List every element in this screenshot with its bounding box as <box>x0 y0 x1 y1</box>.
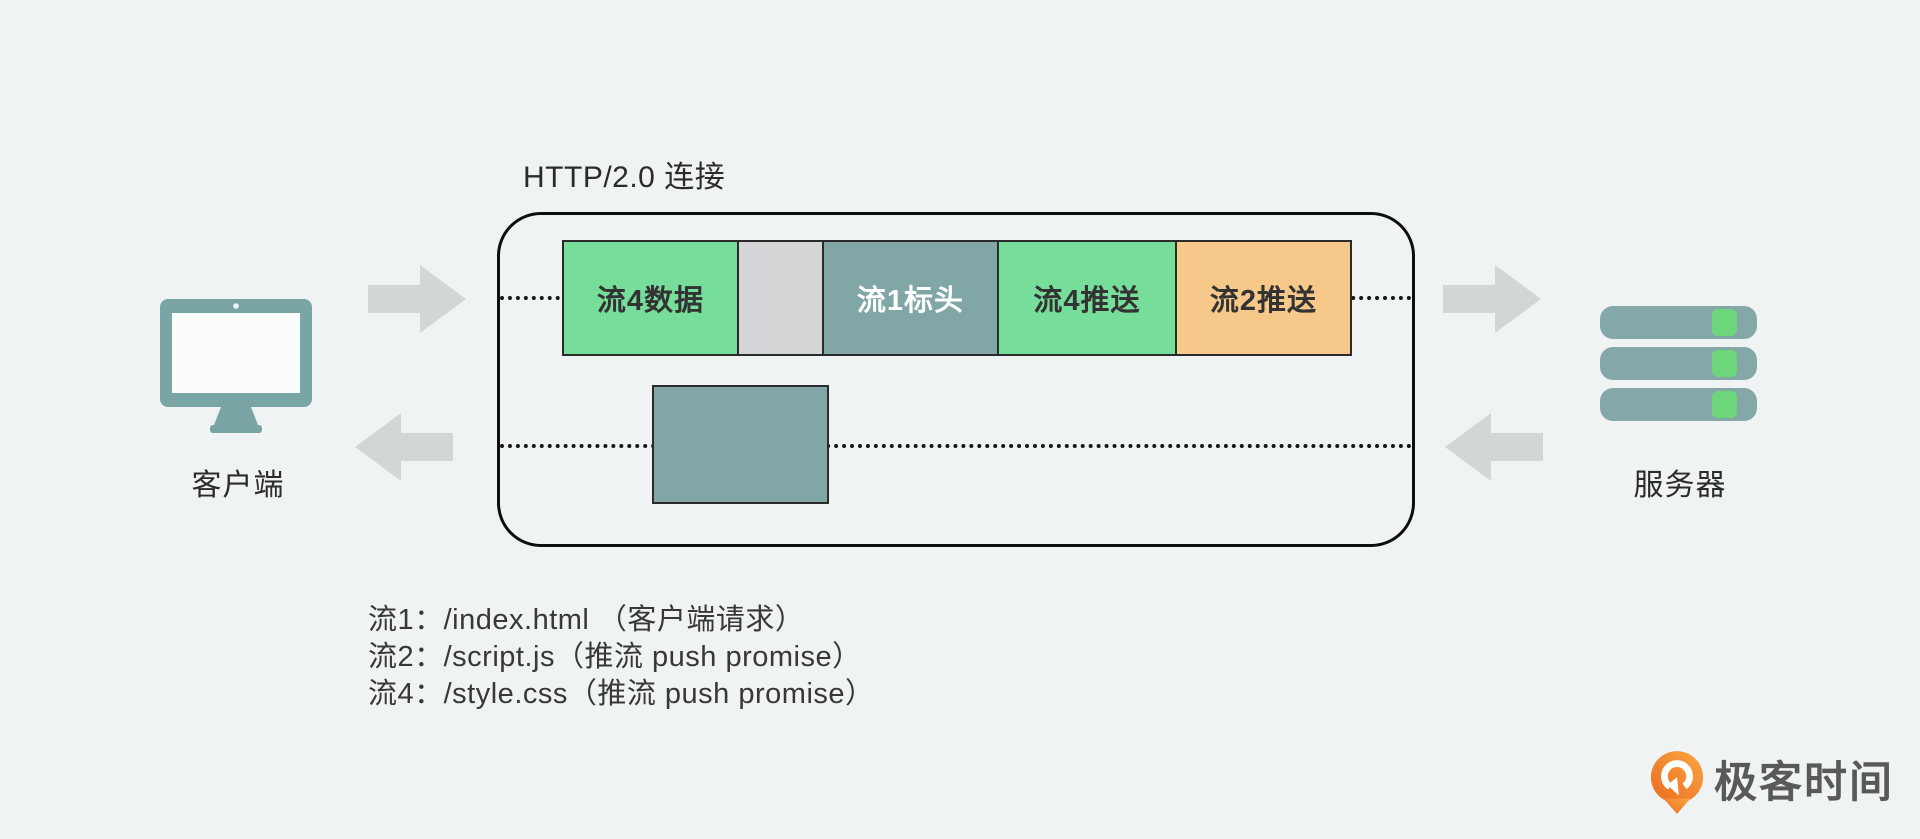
connection-box <box>497 212 1415 547</box>
logo-ring <box>1661 760 1693 793</box>
frame-empty <box>737 240 824 356</box>
frame-label: 流4数据 <box>596 285 705 317</box>
frame-label: 流2推送 <box>1209 285 1318 317</box>
client-label: 客户端 <box>191 469 285 502</box>
server-label: 服务器 <box>1633 469 1727 502</box>
arrow-left-icon <box>355 413 453 481</box>
logo-arrow <box>1667 777 1679 796</box>
brand-logo-text: 极客时间 <box>1714 759 1894 807</box>
server-leds <box>1712 309 1737 418</box>
server-rack-icon <box>1600 306 1757 421</box>
stream-legend: 流1：/index.html （客户端请求） 流2：/script.js（推流 … <box>368 602 875 713</box>
monitor-shape <box>160 299 312 433</box>
frame-stream4-data: 流4数据 <box>562 240 739 356</box>
frame-stream4-push: 流4推送 <box>997 240 1177 356</box>
frame-stream2-push: 流2推送 <box>1175 240 1352 356</box>
frame-unlabeled-bottom <box>652 385 829 504</box>
frame-label: 流4推送 <box>1033 285 1141 317</box>
arrow-left-shape <box>355 413 453 481</box>
arrow-left-shape <box>1445 413 1543 481</box>
arrow-right-icon <box>368 265 466 333</box>
connection-title: HTTP/2.0 连接 <box>523 161 726 194</box>
logo-pin-circle <box>1650 751 1704 804</box>
arrow-right-icon <box>1443 265 1541 333</box>
monitor-icon <box>160 299 312 433</box>
monitor-camera-dot <box>233 303 239 309</box>
legend-line-stream1: 流1：/index.html （客户端请求） <box>368 604 805 636</box>
frame-stream1-headers: 流1标头 <box>822 240 999 356</box>
arrow-right-shape <box>368 265 466 333</box>
arrow-right-shape <box>1443 265 1541 333</box>
response-stream-dotted-line <box>500 444 1412 448</box>
legend-line-stream4: 流4：/style.css（推流 push promise） <box>368 678 875 710</box>
frame-label: 流1标头 <box>856 285 965 317</box>
legend-line-stream2: 流2：/script.js（推流 push promise） <box>368 641 862 673</box>
monitor-screen <box>172 313 300 393</box>
geektime-logo-icon <box>1650 751 1704 814</box>
brand-logo: 极客时间 <box>1648 750 1894 816</box>
logo-pin-tip <box>1663 798 1691 814</box>
arrow-left-icon <box>1445 413 1543 481</box>
